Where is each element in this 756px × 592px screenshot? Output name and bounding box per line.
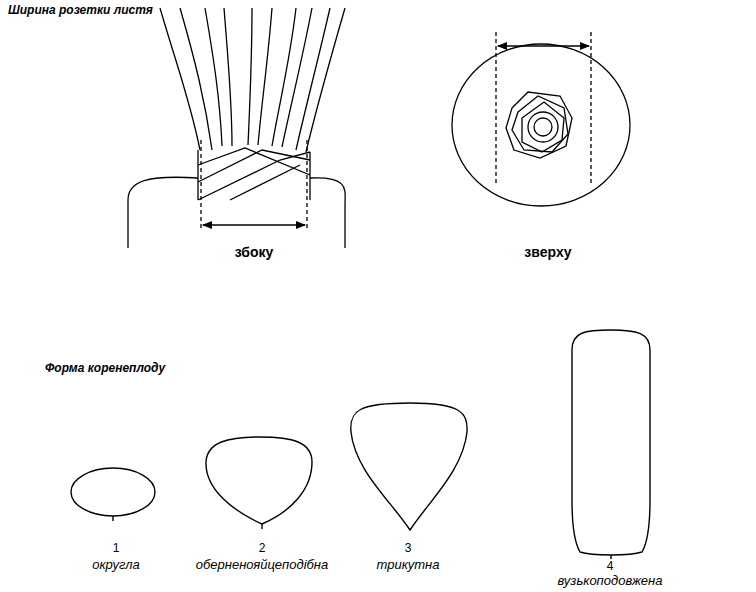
callout-number: 1 bbox=[113, 542, 120, 556]
shape-name: вузькоподовжена bbox=[558, 574, 663, 589]
top-view bbox=[452, 32, 630, 206]
callout-number: 3 bbox=[405, 542, 412, 556]
view-label: збоку bbox=[235, 244, 274, 260]
shape-name: округла bbox=[92, 558, 140, 573]
section-heading: Ширина розетки листя bbox=[8, 4, 153, 18]
view-label: зверху bbox=[524, 244, 571, 260]
callout-number: 2 bbox=[259, 542, 266, 556]
section-heading: Форма коренеплоду bbox=[45, 362, 165, 376]
callout-number: 4 bbox=[607, 560, 614, 574]
side-view bbox=[128, 8, 345, 248]
shape-name: оберненояйцеподібна bbox=[196, 558, 328, 573]
shape-name: трикутна bbox=[377, 558, 440, 573]
